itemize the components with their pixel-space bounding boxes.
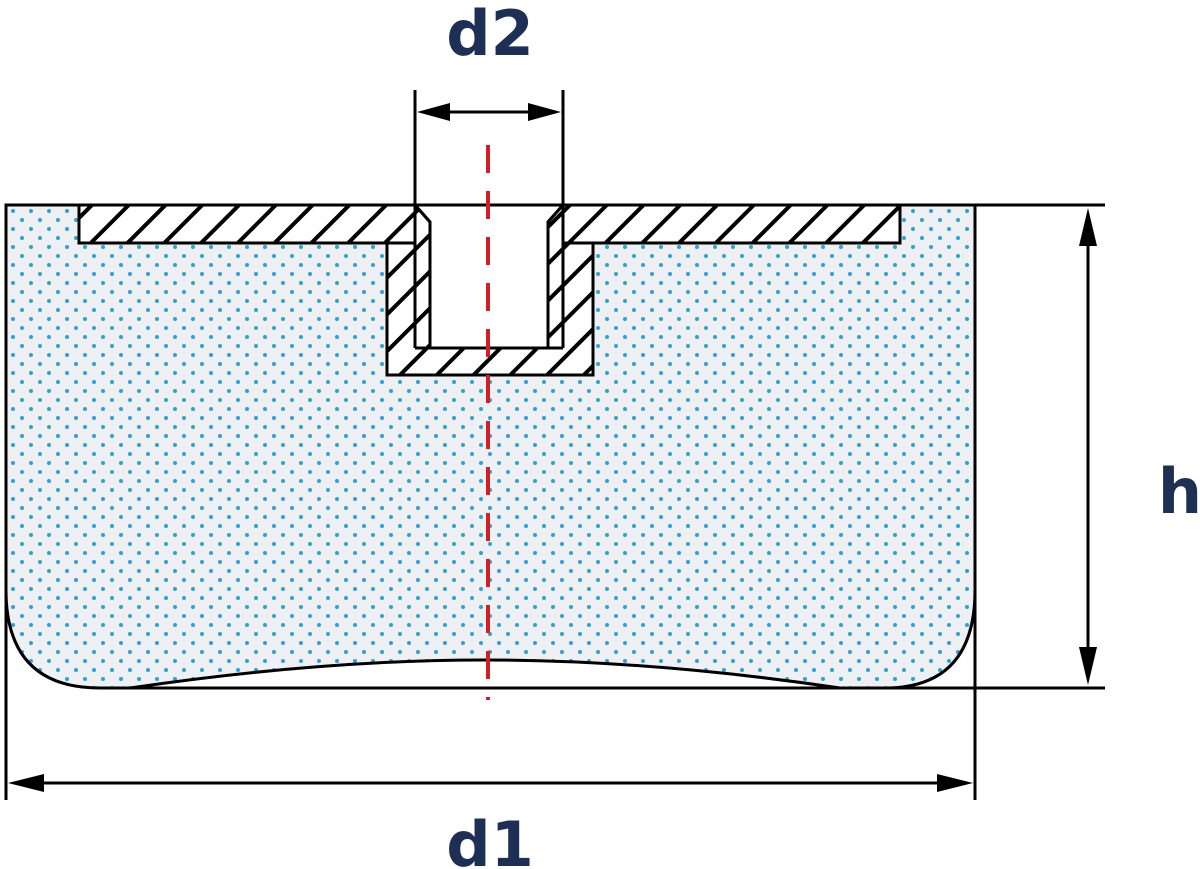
d1-label: d1 [446, 808, 534, 869]
steel-plate-right [561, 203, 902, 245]
threaded-hole [411, 203, 567, 350]
h-arrow-bottom [1079, 647, 1097, 685]
h-label: h [1158, 455, 1200, 528]
rubber-body [4, 203, 977, 690]
d2-arrow-right [528, 103, 561, 121]
d1-arrow-left [8, 774, 44, 792]
steel-plate-left [77, 203, 417, 245]
d1-arrow-right [937, 774, 973, 792]
h-arrow-top [1079, 208, 1097, 246]
d2-label: d2 [446, 0, 534, 70]
d2-arrow-left [417, 103, 450, 121]
